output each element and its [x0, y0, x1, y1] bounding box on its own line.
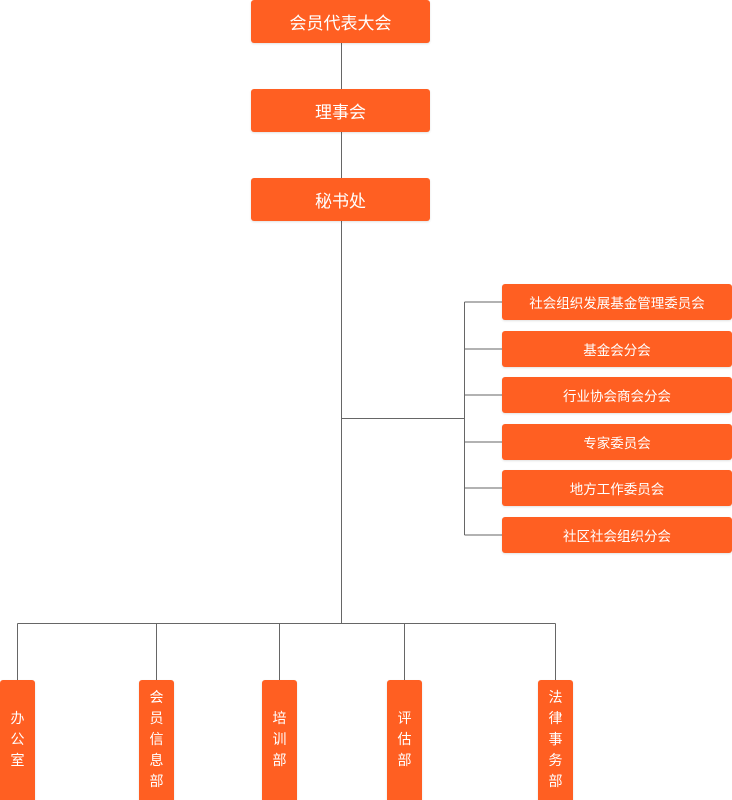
node-label: 评估部 — [397, 710, 412, 769]
node-evaluation: 评估部 — [387, 680, 422, 800]
node-office: 办公室 — [0, 680, 35, 800]
node-members-congress: 会员代表大会 — [251, 0, 430, 43]
node-secretariat: 秘书处 — [251, 178, 430, 221]
node-local-work-committee: 地方工作委员会 — [502, 470, 732, 506]
node-label: 培训部 — [272, 710, 287, 769]
node-council: 理事会 — [251, 89, 430, 132]
node-legal-affairs: 法律事务部 — [538, 680, 573, 800]
node-industry-association-branch: 行业协会商会分会 — [502, 377, 732, 413]
node-foundation-branch: 基金会分会 — [502, 331, 732, 367]
node-label: 办公室 — [10, 710, 25, 769]
node-training: 培训部 — [262, 680, 297, 800]
node-label: 法律事务部 — [548, 689, 563, 790]
node-fund-management: 社会组织发展基金管理委员会 — [502, 284, 732, 320]
node-label: 会员信息部 — [149, 689, 164, 790]
node-member-info: 会员信息部 — [139, 680, 174, 800]
node-community-org-branch: 社区社会组织分会 — [502, 517, 732, 553]
node-expert-committee: 专家委员会 — [502, 424, 732, 460]
